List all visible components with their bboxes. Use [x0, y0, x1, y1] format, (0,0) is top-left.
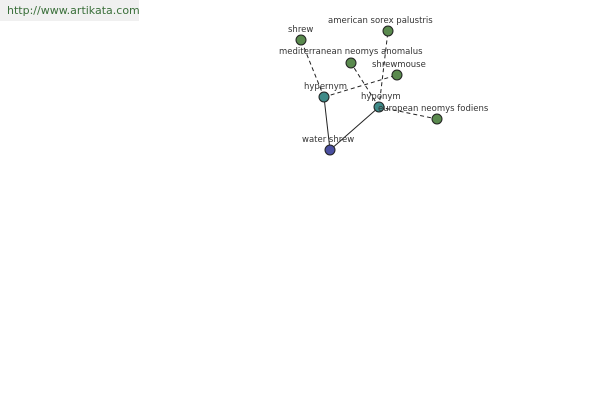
watermark-url: http://www.artikata.com [7, 4, 140, 17]
node-label: hyponym [361, 92, 401, 102]
node-hyponym[interactable]: hyponym [361, 92, 401, 113]
edge-hypernym-shrewmouse [323, 74, 398, 98]
node-circle[interactable] [318, 91, 330, 103]
node-shrewmouse[interactable]: shrewmouse [372, 60, 426, 81]
edge-hyponym-european [378, 106, 438, 120]
node-label: european neomys fodiens [378, 104, 489, 114]
node-american[interactable]: american sorex palustris [328, 16, 433, 37]
node-circle[interactable] [345, 57, 357, 69]
node-european[interactable]: european neomys fodiens [378, 104, 489, 125]
node-hypernym[interactable]: hypernym [304, 82, 347, 103]
node-label: shrewmouse [372, 60, 426, 70]
node-label: water shrew [302, 135, 354, 145]
node-shrew[interactable]: shrew [288, 25, 313, 46]
edge-hyponym-mediterranean [350, 62, 380, 108]
node-circle[interactable] [382, 25, 394, 37]
edge-hyponym-american [378, 30, 389, 108]
node-label: american sorex palustris [328, 16, 433, 26]
edge-water_shrew-hyponym [329, 106, 380, 151]
node-label: shrew [288, 25, 313, 35]
url-banner: http://www.artikata.com [0, 0, 140, 21]
node-circle[interactable] [324, 144, 336, 156]
node-circle[interactable] [391, 69, 403, 81]
node-label: hypernym [304, 82, 347, 92]
node-label: mediterranean neomys anomalus [279, 47, 423, 57]
node-circle[interactable] [295, 34, 307, 46]
edge-water_shrew-hypernym [323, 96, 331, 151]
edge-hypernym-shrew [300, 39, 325, 98]
node-circle[interactable] [431, 113, 443, 125]
edges-layer [300, 30, 438, 151]
nodes-layer: shrew american sorex palustris mediterrane… [279, 16, 489, 156]
node-circle[interactable] [373, 101, 385, 113]
node-water-shrew[interactable]: water shrew [302, 135, 354, 156]
node-mediterranean[interactable]: mediterranean neomys anomalus [279, 47, 423, 69]
